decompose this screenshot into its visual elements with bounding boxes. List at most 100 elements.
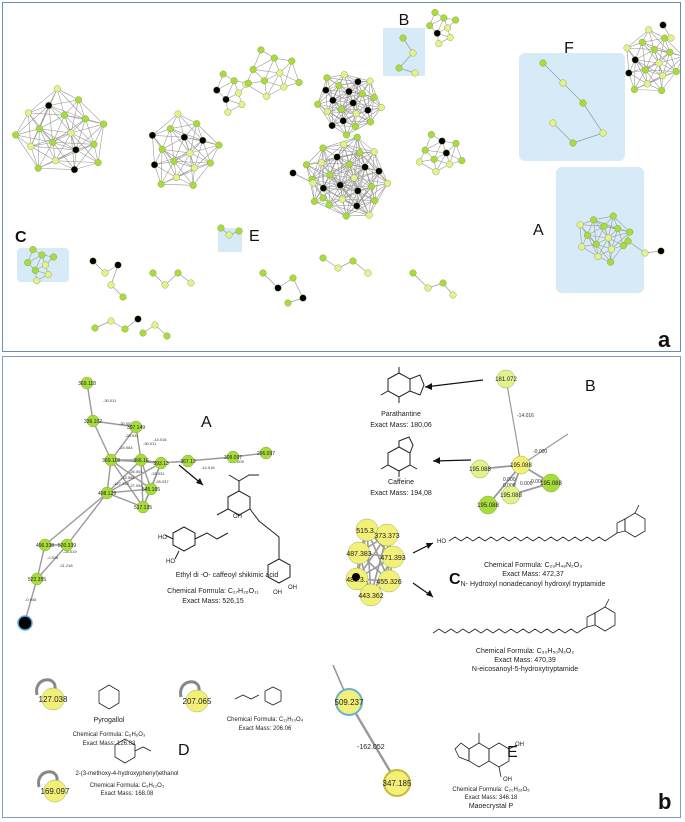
network-node [452, 139, 460, 147]
network-edge [177, 113, 197, 124]
network-node [371, 197, 379, 205]
network-edge [332, 125, 356, 127]
node-443.362 [359, 583, 383, 607]
network-node [549, 119, 557, 127]
node-label: 195.088 [500, 493, 522, 499]
network-node [61, 111, 69, 119]
node-label: 443.362 [358, 593, 383, 600]
network-edge [24, 578, 38, 622]
node-207.065 [185, 689, 209, 713]
network-edge [192, 162, 211, 186]
network-node [219, 70, 227, 78]
network-edge [202, 140, 211, 164]
network-node [337, 105, 345, 113]
node-471.393 [381, 545, 405, 569]
network-edge [346, 186, 372, 217]
node-label: 498.129 [98, 491, 116, 497]
network-edge [85, 118, 95, 145]
network-node [539, 59, 547, 67]
network-node [364, 106, 372, 114]
cluster-d-compound2-mass: Exact Mass: 206.06 [239, 726, 292, 732]
network-edge [374, 171, 380, 201]
network-edge [86, 382, 94, 422]
network-node [101, 269, 109, 277]
network-edge [357, 81, 375, 98]
network-node [433, 29, 441, 37]
network-edge [325, 90, 328, 112]
network-node [358, 90, 366, 98]
network-edge [357, 152, 361, 191]
network-node [594, 252, 602, 260]
node-label: 522.355 [28, 577, 46, 583]
network-edge [30, 146, 39, 169]
network-edge [353, 102, 382, 108]
network-node [368, 183, 376, 191]
network-edge [55, 132, 72, 162]
cluster-c-arrow-top-head [426, 543, 433, 549]
network-edge [352, 81, 359, 104]
network-edge [78, 99, 104, 125]
node-369.118 [80, 376, 94, 390]
network-edge [613, 215, 631, 233]
edge-label: -30.011 [103, 398, 117, 403]
network-edge [642, 42, 660, 64]
network-node [446, 33, 454, 41]
node-336.102 [86, 414, 100, 428]
network-edge [374, 151, 388, 184]
node-393.13 [154, 456, 168, 470]
network-node [354, 78, 362, 86]
network-edge [367, 80, 371, 111]
methylenedioxy-cinnamate-structure [234, 686, 282, 706]
network-edge [628, 72, 648, 85]
network-node [353, 202, 361, 210]
network-node [288, 57, 296, 65]
node-195.088 [501, 485, 521, 505]
edge-label: -162.052 [357, 744, 385, 751]
network-node [157, 180, 165, 188]
network-node [365, 211, 373, 219]
edge-label: -28.019 [63, 549, 77, 554]
network-node [224, 108, 232, 116]
network-edge [587, 235, 599, 257]
network-edge [338, 80, 371, 86]
panel-label-b: b [658, 789, 671, 814]
cluster-e-compound-mass: Exact Mass: 346.18 [465, 795, 518, 801]
node-195.088 [541, 473, 561, 493]
cluster-e-label: E [507, 744, 518, 761]
network-edge [48, 99, 79, 106]
edge-label: -0.000 [533, 449, 547, 455]
network-node [352, 110, 360, 118]
network-edge [170, 123, 197, 129]
node-517.135 [136, 500, 150, 514]
pyrogallol-name: Pyrogallol [94, 717, 125, 724]
network-node [609, 212, 617, 220]
cluster-a-compound-name: Ethyl di -O- caffeoyl shikimic acid [176, 572, 279, 579]
network-edge [162, 149, 191, 154]
network-edge [252, 49, 262, 70]
node-label: 309.097 [224, 455, 242, 461]
cluster-a-compound-formula: Chemical Formula: C₂₇H₂₆O₁₁ [167, 588, 259, 595]
network-node [600, 222, 608, 230]
edge-label: -14.016 [517, 413, 534, 419]
network-node [579, 99, 587, 107]
network-node [180, 133, 188, 141]
network-node [435, 40, 443, 48]
network-node [151, 161, 159, 169]
node-label: 455.326 [376, 579, 401, 586]
network-node [626, 228, 634, 236]
network-edge [580, 224, 605, 227]
network-edge [648, 29, 671, 53]
network-node [421, 146, 429, 154]
hydroxy-nonadecanoyl-chain [448, 536, 612, 542]
node-369.118 [104, 453, 118, 467]
structure-label-oh: OH [515, 742, 524, 748]
network-node [559, 79, 567, 87]
network-edge [332, 100, 344, 121]
network-edge [48, 105, 86, 120]
network-node [353, 133, 361, 141]
network-edge [15, 128, 40, 136]
network-node [351, 122, 359, 130]
network-edge [607, 215, 614, 239]
network-edge [635, 49, 655, 61]
